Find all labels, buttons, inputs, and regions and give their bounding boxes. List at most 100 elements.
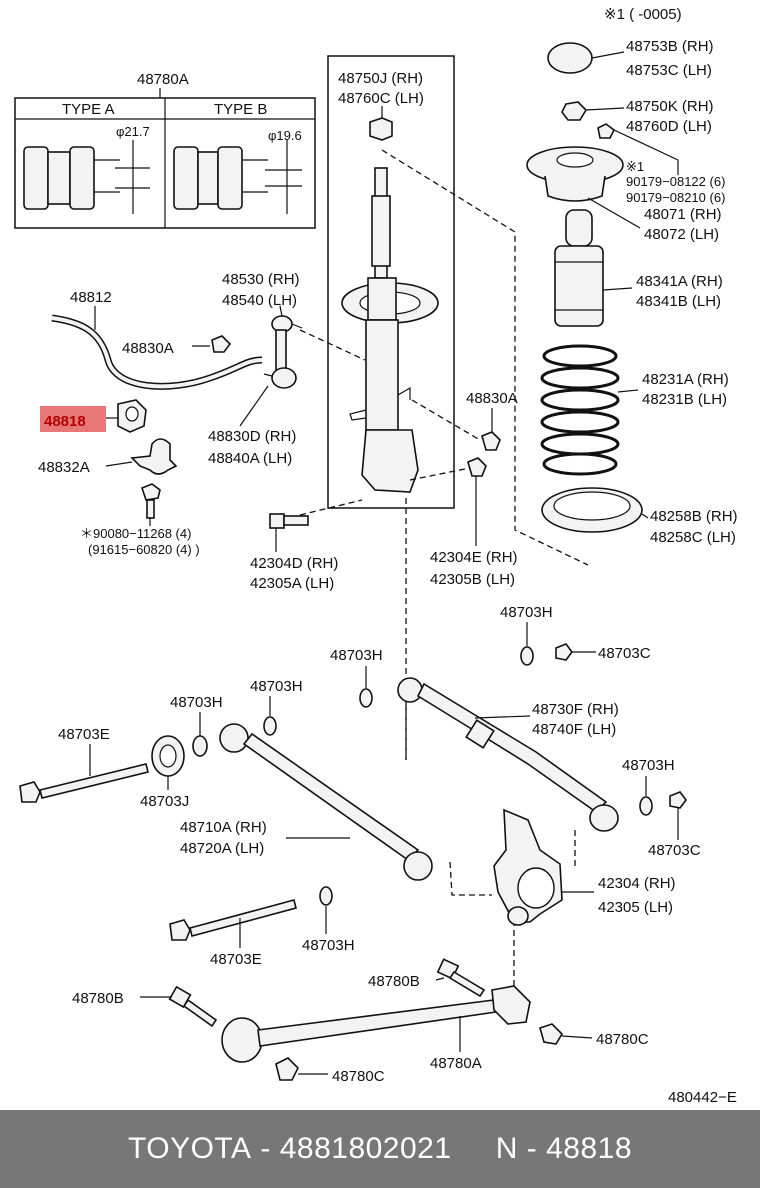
bolt-48703E-a [19,763,149,803]
type-a-dimension: φ21.7 [116,124,150,139]
part-footer: TOYOTA - 4881802021 N - 48818 [0,1110,760,1188]
label-48703C-b: 48703C [648,842,701,859]
label-48753B: 48753B (RH) [626,38,714,55]
shock-nut-icon [369,117,393,141]
label-48540: 48540 (LH) [222,292,297,309]
type-a-bushing [23,140,150,214]
label-42305A: 42305A (LH) [250,575,334,592]
label-48753C: 48753C (LH) [626,62,712,79]
bushing-bracket-48832A [130,438,178,475]
nut-42304E [467,457,487,477]
footer-n-prefix: N [495,1132,518,1165]
type-b-label: TYPE B [214,101,267,118]
label-42305B: 42305B (LH) [430,571,515,588]
washer-48703H-f [319,886,333,906]
exploded-parts-diagram: ※1 ( -0005) 48780A TYPE A TYPE B φ21.7 [14,6,738,1106]
type-box-title: 48780A [137,71,189,88]
bolt-42304D [269,513,309,529]
type-a-label: TYPE A [62,101,115,118]
label-48832A: 48832A [38,459,90,476]
label-48780A: 48780A [430,1055,482,1072]
label-48703H-f: 48703H [302,937,355,954]
header-note: ※1 ( -0005) [604,6,682,23]
nut-48703C-a [555,643,573,661]
label-48720A: 48720A (LH) [180,840,264,857]
label-48812: 48812 [70,289,112,306]
dust-boot-48341 [554,209,604,327]
bolt-head-icon [597,123,616,139]
label-48703H-d: 48703H [170,694,223,711]
label-48730F: 48730F (RH) [532,701,619,718]
label-48830A-right: 48830A [466,390,518,407]
label-48530: 48530 (RH) [222,271,300,288]
label-48703E-a: 48703E [58,726,110,743]
label-48780B-right: 48780B [368,973,420,990]
label-note1: ※1 [626,159,644,174]
label-48830A-left: 48830A [122,340,174,357]
label-48258B: 48258B (RH) [650,508,738,525]
nut-48780C-left [275,1057,299,1081]
bolt-48703E-b [169,899,297,941]
label-48703H-a: 48703H [500,604,553,621]
washer-48703H-b [359,688,373,708]
footer-n-number: 48818 [546,1132,633,1165]
label-48703E-b: 48703E [210,951,262,968]
trailing-arm-48780A [221,985,531,1063]
label-90179b: 90179−08210 (6) [626,190,725,205]
lower-arm-48710A [219,723,433,881]
nut-48830A-left [211,335,232,353]
rear-axle-carrier-42304 [493,808,563,926]
bolt-90080 [141,483,161,519]
label-48818[interactable]: 48818 [44,413,86,430]
spring-insulator-48258 [541,487,643,533]
label-48231A: 48231A (RH) [642,371,729,388]
washer-48703H-e [639,796,653,816]
footer-sep2: - [517,1132,547,1165]
label-48258C: 48258C (LH) [650,529,736,546]
label-48703H-e: 48703H [622,757,675,774]
shock-bracket [361,429,419,493]
label-48840A: 48840A (LH) [208,450,292,467]
label-48703J: 48703J [140,793,189,810]
bolt-48780B-left [168,985,218,1028]
nut-48750K [561,101,588,121]
label-48750K: 48750K (RH) [626,98,714,115]
footer-sep1: - [251,1132,280,1165]
coil-spring-48231 [540,344,620,476]
label-48703C-a: 48703C [598,645,651,662]
strut-mount-48071 [526,146,624,202]
label-48780B-left: 48780B [72,990,124,1007]
label-90179a: 90179−08122 (6) [626,174,725,189]
highlight-48818 [40,406,106,432]
label-48740F: 48740F (LH) [532,721,616,738]
label-48341B: 48341B (LH) [636,293,721,310]
stabilizer-link-48830D [263,315,303,389]
label-48072: 48072 (LH) [644,226,719,243]
label-48231B: 48231B (LH) [642,391,727,408]
footer-gap [452,1132,496,1166]
label-42304E: 42304E (RH) [430,549,518,566]
lateral-link-48730F [397,677,619,832]
label-42304: 42304 (RH) [598,875,676,892]
washer-48703H-c [263,716,277,736]
stabilizer-bushing-48818[interactable] [117,399,147,433]
label-42304D: 42304D (RH) [250,555,338,572]
cap-48753 [547,42,593,74]
nut-48830A-right [481,431,501,451]
label-48780C-left: 48780C [332,1068,385,1085]
label-91615: (91615−60820 (4) ) [88,542,200,557]
label-48760C: 48760C (LH) [338,90,424,107]
label-48341A: 48341A (RH) [636,273,723,290]
label-48071: 48071 (RH) [644,206,722,223]
bolt-48780B-right [436,958,486,998]
label-48703H-c: 48703H [250,678,303,695]
label-48703H-b: 48703H [330,647,383,664]
diagram-reference: 480442−E [668,1089,737,1106]
label-48760D: 48760D (LH) [626,118,712,135]
label-90080: ＊90080−11268 (4) [80,526,191,541]
nut-48703C-b [669,791,687,809]
footer-part-number: 4881802021 [279,1132,452,1165]
label-48830D: 48830D (RH) [208,428,296,445]
type-box: 48780A TYPE A TYPE B φ21.7 [14,71,316,229]
washer-48703H-a [520,646,534,666]
